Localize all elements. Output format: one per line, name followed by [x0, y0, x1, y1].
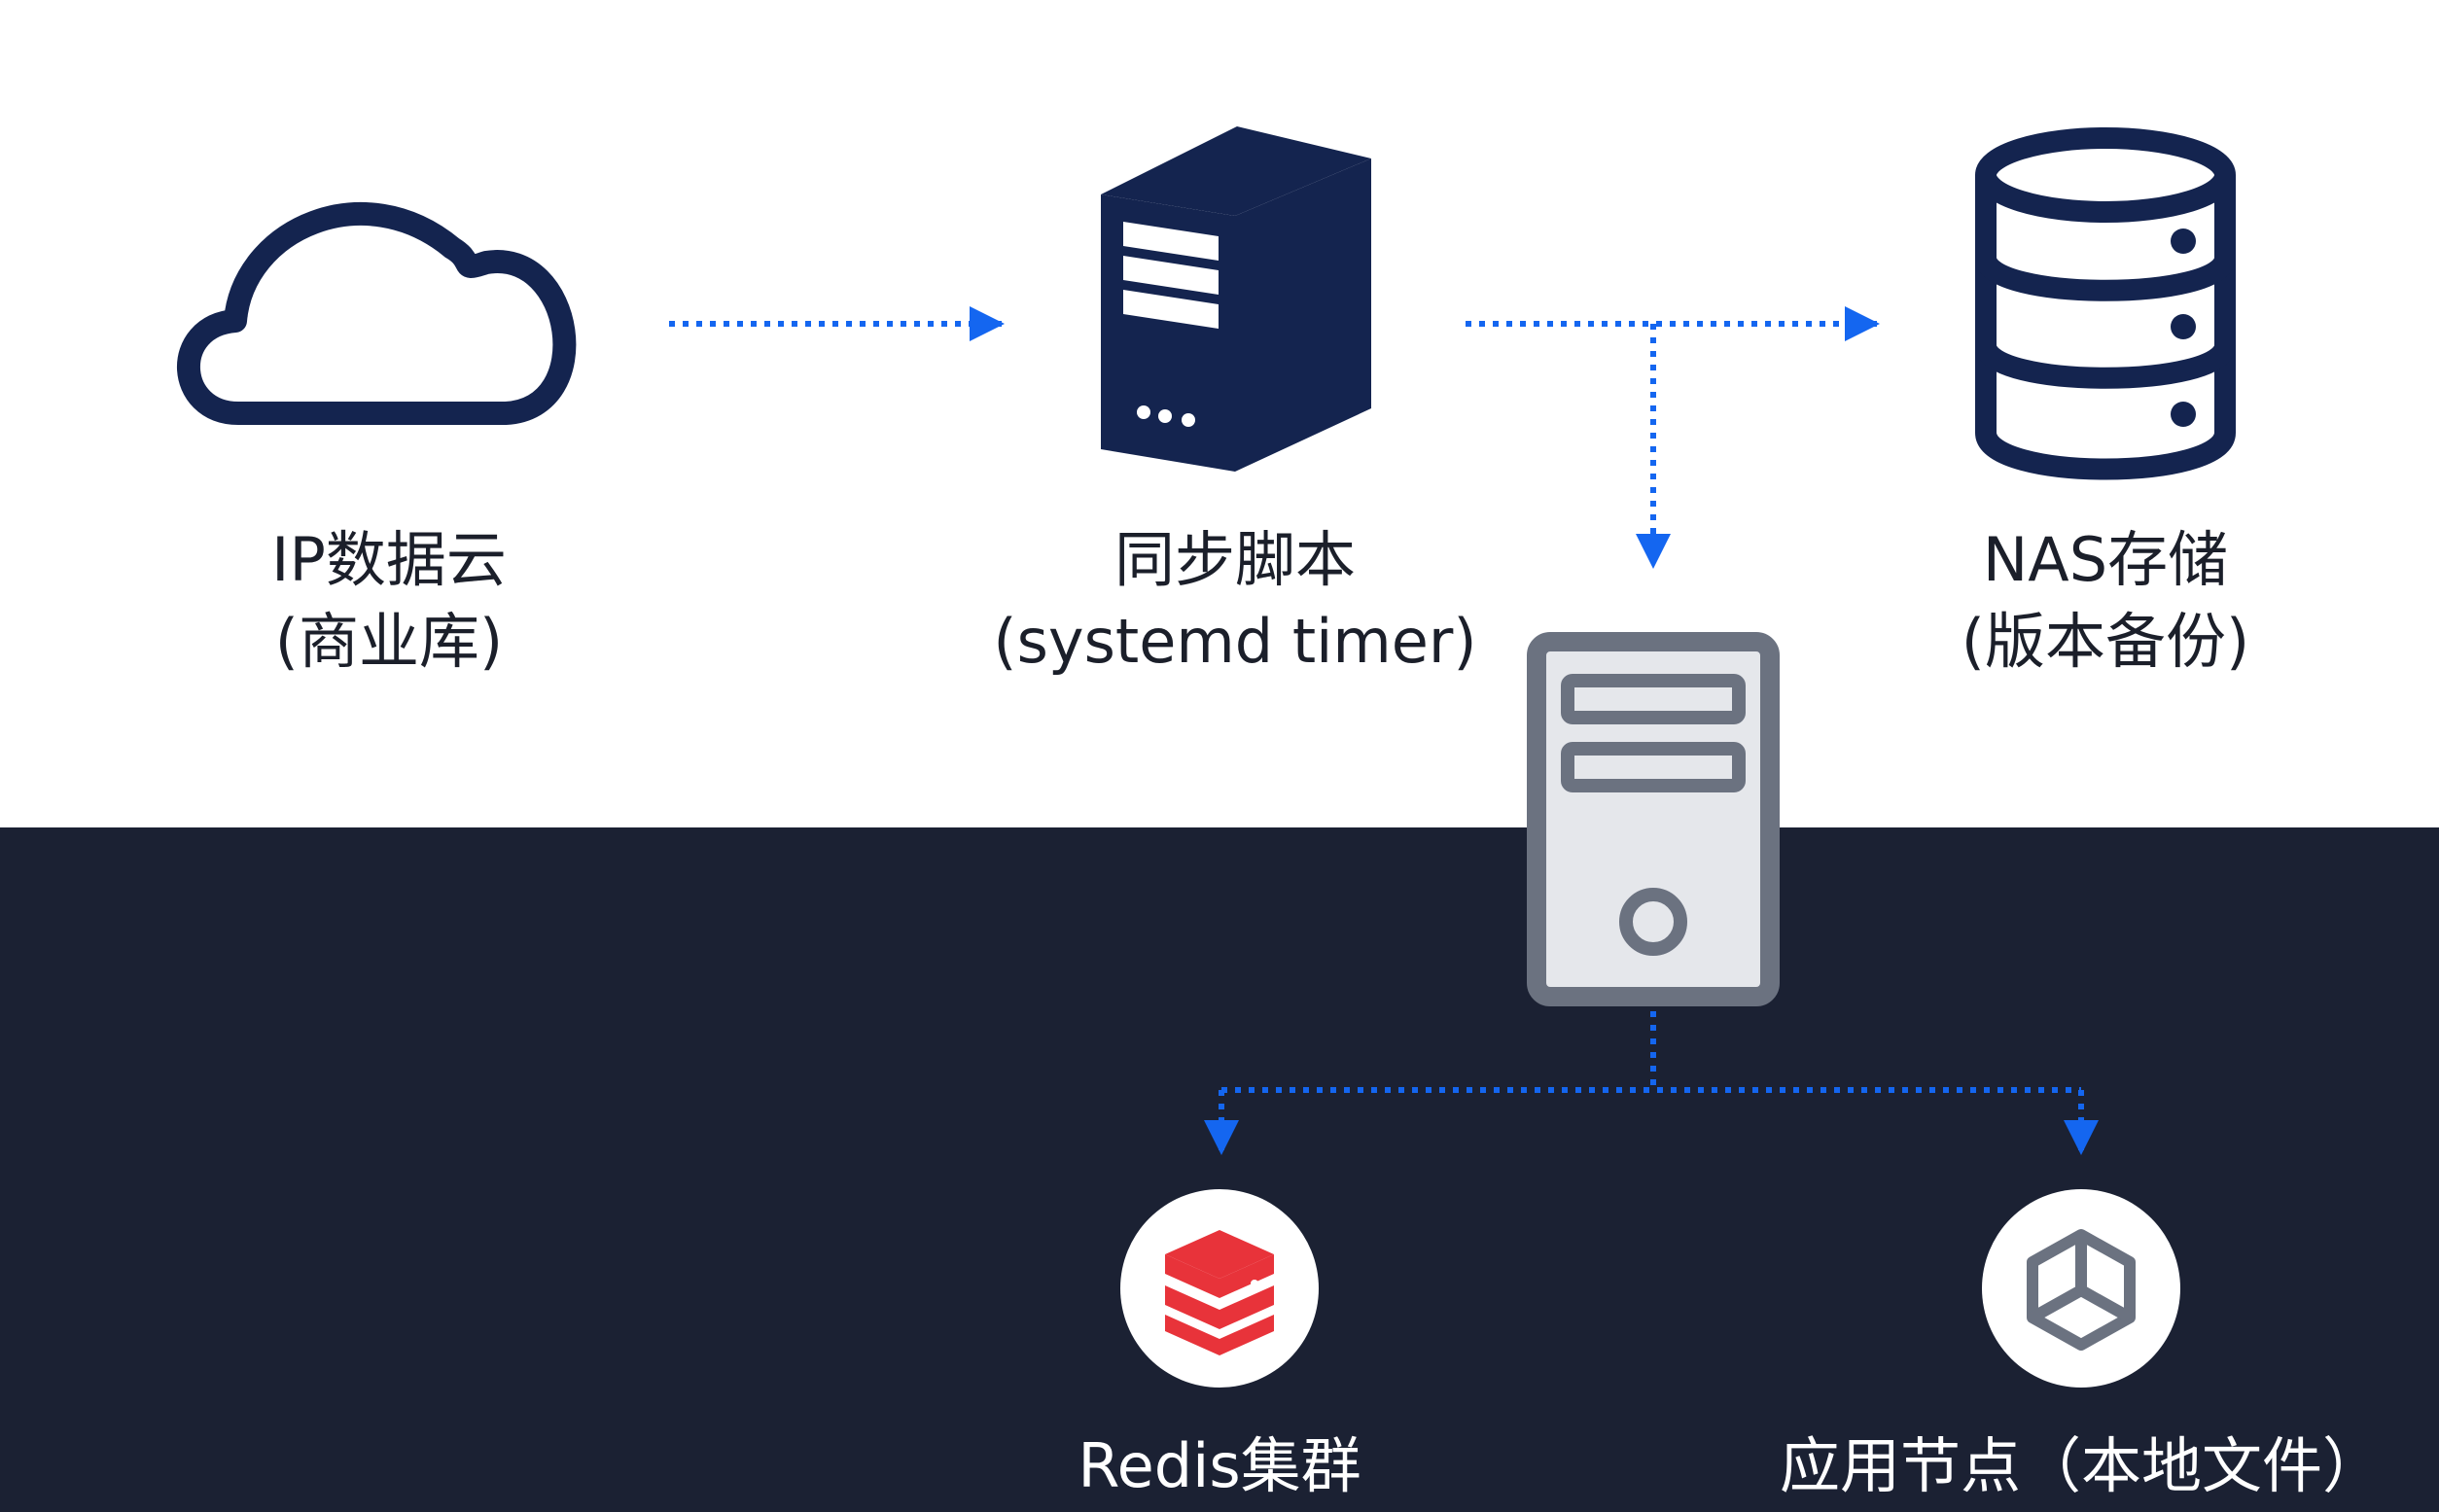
nas-subtitle: (版本备份) — [1961, 606, 2250, 677]
redis-title: Redis集群 — [1078, 1430, 1361, 1501]
dark-background-band — [0, 827, 2439, 1512]
app-node-label: 应用节点（本地文件） — [1750, 1425, 2412, 1507]
nas-label: NAS存储 (版本备份) — [1906, 519, 2305, 683]
redis-badge — [1120, 1189, 1319, 1388]
cloud-icon — [177, 202, 577, 425]
nas-title: NAS存储 — [1982, 524, 2229, 595]
app-node-badge — [1982, 1189, 2180, 1388]
cloud-label: IP数据云 (商业库) — [194, 519, 583, 683]
database-indicator-dots — [2171, 229, 2196, 427]
connectors — [669, 306, 2099, 1155]
cloud-subtitle: (商业库) — [274, 606, 504, 677]
relay-server-icon — [1527, 632, 1780, 1006]
sync-script-label: 同步脚本 (systemd timer) — [972, 519, 1498, 683]
cloud-title: IP数据云 — [271, 524, 507, 595]
database-icon — [1975, 127, 2236, 480]
server-tower-icon — [1101, 126, 1371, 472]
sync-script-subtitle: (systemd timer) — [993, 606, 1477, 677]
sync-script-title: 同步脚本 — [1113, 524, 1356, 595]
redis-label: Redis集群 — [1025, 1425, 1414, 1507]
app-node-title: 应用节点（本地文件） — [1779, 1430, 2383, 1501]
